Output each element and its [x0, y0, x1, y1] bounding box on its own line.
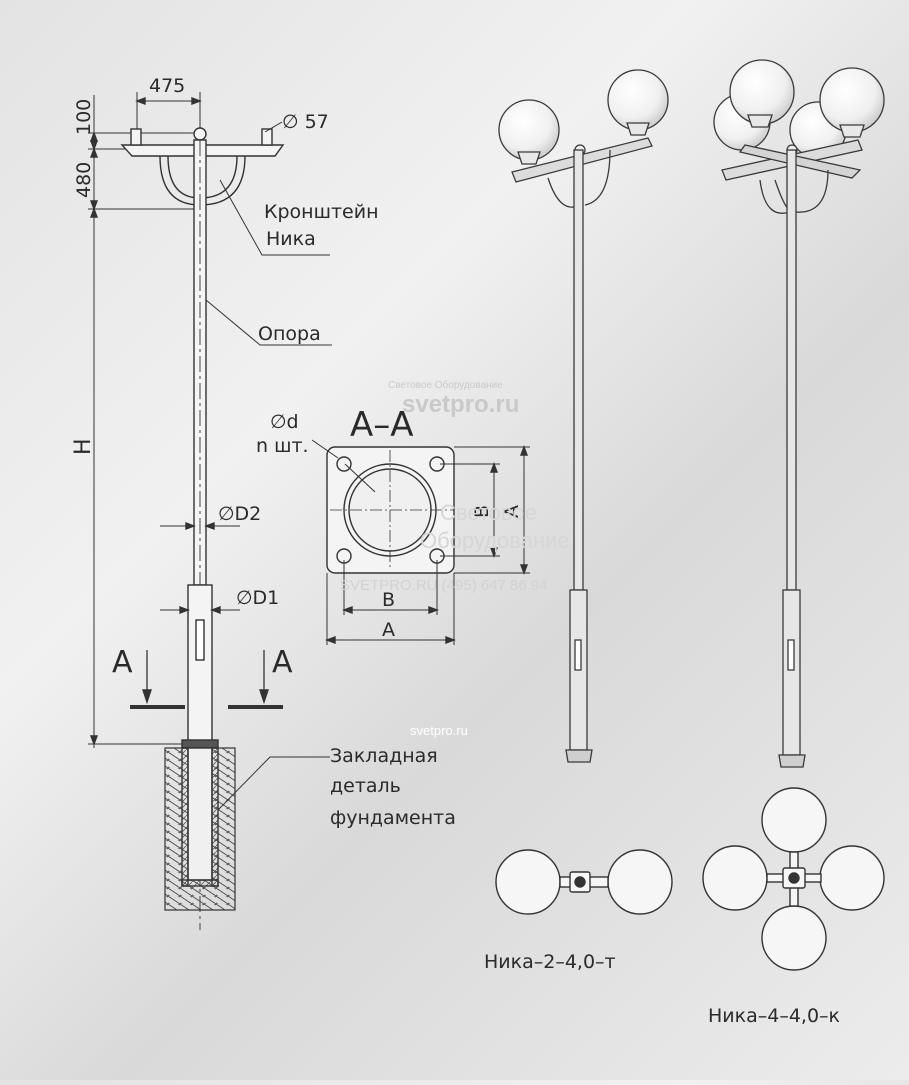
section-dim-a-vertical: A: [501, 505, 523, 518]
hole-count-label: n шт.: [256, 435, 309, 457]
lamp-four-globe-illustration: [713, 59, 885, 768]
watermark-brand-line1: Световое: [440, 500, 537, 525]
dimension-480: 480: [73, 162, 95, 198]
watermark-brand-line3: SVETPRO.RU (495) 647 86 94: [340, 577, 548, 594]
watermark-site-main: svetpro.ru: [402, 391, 519, 418]
dimension-100: 100: [73, 99, 95, 135]
label-foundation-line2: деталь: [330, 775, 401, 797]
dimension-diameter-57: ∅ 57: [282, 111, 329, 133]
dimension-d1: ∅D1: [236, 587, 279, 609]
watermark-brand-line2: Оборудование: [420, 528, 570, 553]
hole-diameter-label: ∅d: [270, 411, 299, 433]
dimension-d2: ∅D2: [218, 503, 261, 525]
watermark-small-caption: Световое Оборудование: [388, 379, 503, 391]
section-view-drawing: [311, 439, 530, 645]
variant-label-four-arm: Ника–4–4,0–к: [708, 1005, 840, 1027]
section-dim-a-horizontal: A: [382, 619, 395, 641]
label-foundation-line1: Закладная: [330, 745, 438, 767]
label-bracket-line2: Ника: [266, 228, 316, 250]
label-pole: Опора: [258, 323, 321, 345]
watermark-site-footer: svetpro.ru: [410, 723, 468, 738]
top-view-four-arm: [702, 787, 885, 971]
section-marker-left: А: [112, 645, 133, 680]
variant-label-two-arm: Ника–2–4,0–т: [484, 951, 616, 973]
dimension-475: 475: [149, 75, 185, 97]
dimension-height: H: [71, 438, 96, 455]
section-marker-right: А: [272, 645, 293, 680]
section-title: А–А: [350, 405, 414, 445]
pole-elevation-drawing: [88, 92, 332, 930]
section-dim-b-vertical: B: [471, 505, 493, 518]
section-dim-b-horizontal: B: [382, 589, 395, 611]
label-foundation-line3: фундамента: [330, 807, 456, 829]
label-bracket-line1: Кронштейн: [264, 201, 379, 223]
top-view-two-arm: [495, 849, 673, 915]
lamp-two-globe-illustration: [498, 69, 669, 763]
